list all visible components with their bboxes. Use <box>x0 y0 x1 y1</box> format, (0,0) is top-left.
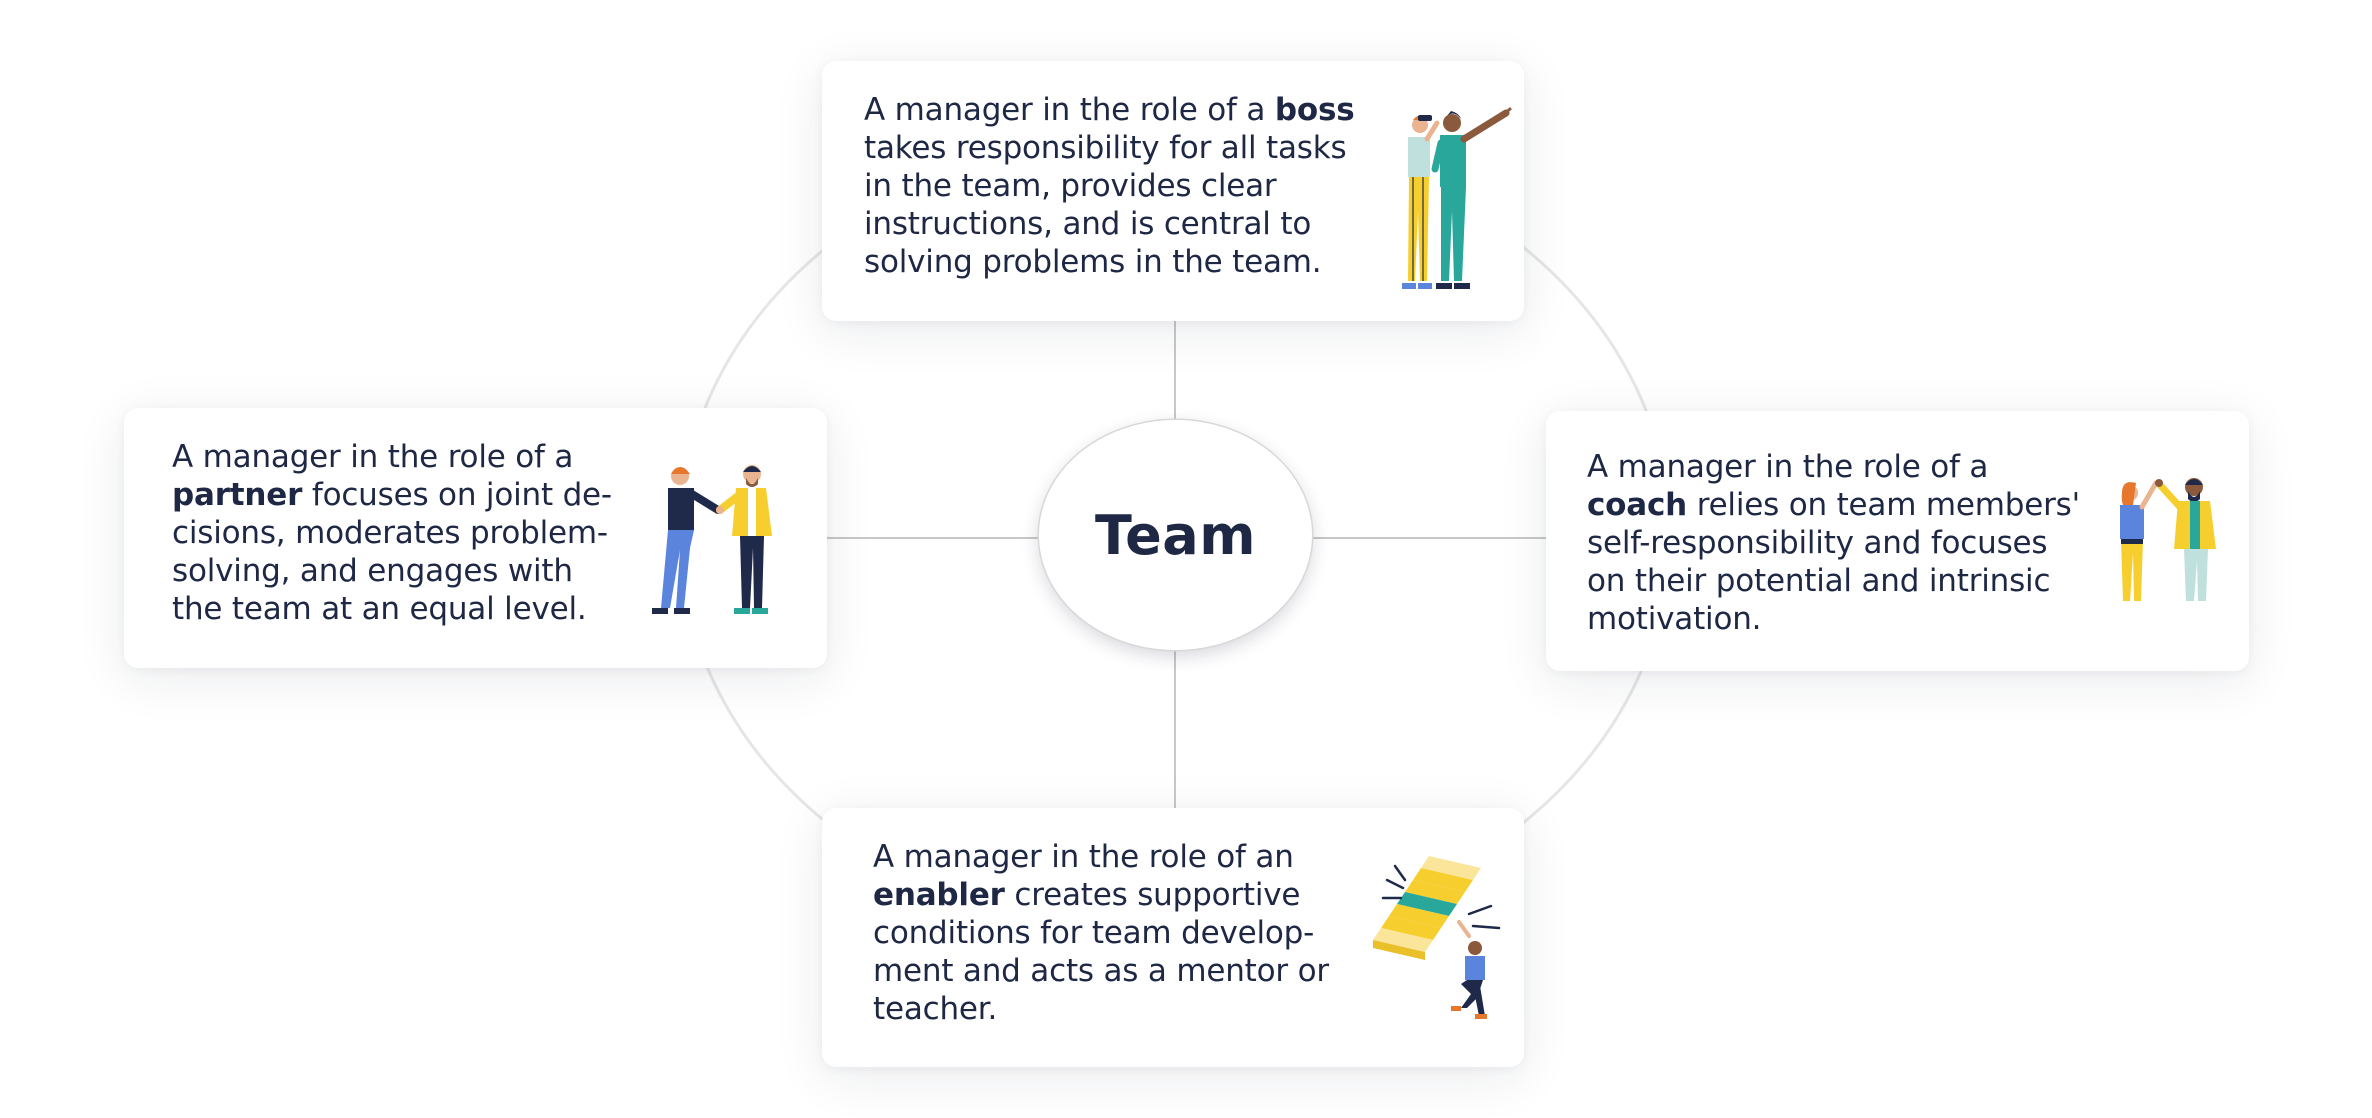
center-node: Team <box>1039 420 1312 650</box>
coach-text-line-4: on their potential and intrinsic <box>1587 563 2051 599</box>
boss-text-line-2: takes responsibility for all tasks <box>864 130 1347 166</box>
partner-description: A manager in the role of a partner focus… <box>172 438 612 628</box>
coach-text-line-1: A manager in the role of a <box>1587 449 1989 485</box>
role-card-enabler: A manager in the role of an enabler crea… <box>822 808 1524 1067</box>
partner-text-line-3: cisions, moderates problem- <box>172 515 608 551</box>
coach-text-line-2: relies on team members' <box>1687 487 2080 523</box>
boss-description: A manager in the role of a boss takes re… <box>864 91 1355 281</box>
coach-text-line-3: self-responsibility and focuses <box>1587 525 2048 561</box>
partner-keyword: partner <box>172 477 303 513</box>
role-card-partner: A manager in the role of a partner focus… <box>124 408 827 668</box>
partner-text-line-2: focuses on joint de- <box>302 477 612 513</box>
role-card-boss: A manager in the role of a boss takes re… <box>822 61 1524 321</box>
partner-illustration-icon <box>652 465 772 614</box>
boss-text-line-1: A manager in the role of a <box>864 92 1275 128</box>
boss-text-line-5: solving problems in the team. <box>864 244 1322 280</box>
enabler-text-line-2: creates supportive <box>1004 877 1301 913</box>
enabler-keyword: enabler <box>873 877 1005 913</box>
boss-illustration-icon <box>1402 107 1512 289</box>
coach-text-line-5: motivation. <box>1587 601 1762 637</box>
coach-illustration-icon <box>2120 478 2216 601</box>
partner-text-line-5: the team at an equal level. <box>172 591 587 627</box>
partner-text-line-1: A manager in the role of a <box>172 439 574 475</box>
boss-text-line-4: instructions, and is central to <box>864 206 1312 242</box>
enabler-illustration-icon <box>1373 856 1501 1019</box>
boss-keyword: boss <box>1274 92 1355 128</box>
enabler-description: A manager in the role of an enabler crea… <box>873 838 1329 1028</box>
enabler-text-line-5: teacher. <box>873 991 998 1027</box>
coach-description: A manager in the role of a coach relies … <box>1587 448 2080 638</box>
coach-keyword: coach <box>1587 487 1688 523</box>
enabler-text-line-4: ment and acts as a mentor or <box>873 953 1329 989</box>
enabler-text-line-1: A manager in the role of an <box>873 839 1294 875</box>
enabler-text-line-3: conditions for team develop- <box>873 915 1315 951</box>
partner-text-line-4: solving, and engages with <box>172 553 573 589</box>
center-label: Team <box>1095 503 1256 567</box>
boss-text-line-3: in the team, provides clear <box>864 168 1277 204</box>
role-card-coach: A manager in the role of a coach relies … <box>1546 411 2249 671</box>
